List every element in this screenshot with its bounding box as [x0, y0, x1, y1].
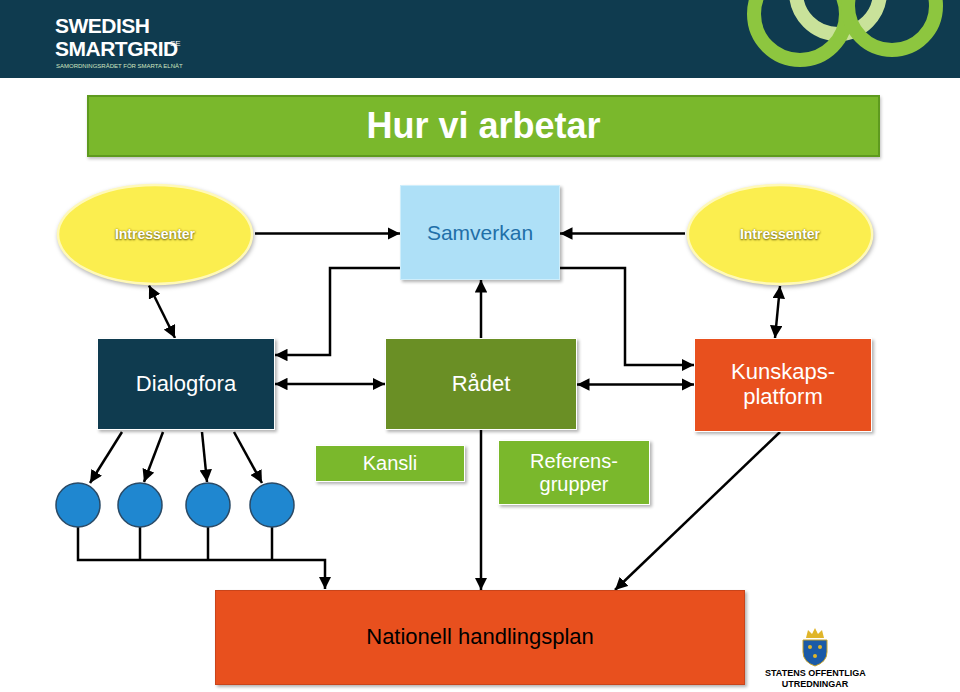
- connector-arrow: [275, 268, 400, 355]
- emblem-text: UTREDNINGAR: [765, 679, 865, 689]
- knowledge-box: Kunskaps- platform: [694, 338, 872, 432]
- connector-arrow: [480, 430, 483, 590]
- node-text: Kunskaps- platform: [708, 360, 858, 409]
- node-text: Samverkan: [427, 221, 533, 245]
- dialogue-box: Dialogfora: [97, 338, 275, 430]
- logo-subtitle: SAMORDNINGSRÅDET FÖR SMARTA ELNÄT: [56, 63, 183, 69]
- reference-box: Referens- grupper: [498, 440, 650, 505]
- connector-arrow: [560, 232, 685, 235]
- connector-arrow: [577, 383, 694, 386]
- logo-suffix: SE: [170, 39, 181, 48]
- connector-arrow: [560, 268, 694, 365]
- connector-arrow: [149, 286, 175, 339]
- node-text: Kansli: [363, 452, 417, 474]
- state-emblem: [803, 628, 827, 666]
- stakeholder-ellipse: Intressenter: [55, 183, 255, 286]
- connector-arrow: [480, 280, 483, 338]
- connector-arrow: [775, 286, 780, 338]
- node-text: Referens- grupper: [510, 450, 638, 495]
- council-box: Rådet: [385, 338, 577, 430]
- cooperation-box: Samverkan: [400, 185, 560, 280]
- plan-box: Nationell handlingsplan: [215, 590, 745, 685]
- logo-rings: [754, 0, 936, 60]
- connector-arrow: [255, 232, 400, 235]
- node-text: Intressenter: [115, 227, 195, 243]
- forum-circles: [56, 483, 294, 527]
- logo-word: SMARTGRID: [55, 37, 178, 61]
- connector-arrow: [275, 383, 385, 386]
- node-text: Rådet: [452, 372, 511, 397]
- emblem-text: STATENS OFFENTLIGA: [765, 668, 865, 678]
- header-bar: [0, 0, 960, 78]
- node-text: Dialogfora: [136, 372, 236, 397]
- stakeholder-ellipse: Intressenter: [685, 183, 875, 286]
- forum-wires: [78, 432, 325, 589]
- title-band: Hur vi arbetar: [87, 95, 880, 157]
- logo-word: SWEDISH: [55, 14, 150, 38]
- node-text: Intressenter: [740, 227, 820, 243]
- title-text: Hur vi arbetar: [366, 106, 600, 146]
- node-text: Nationell handlingsplan: [366, 625, 594, 650]
- office-box: Kansli: [315, 445, 465, 482]
